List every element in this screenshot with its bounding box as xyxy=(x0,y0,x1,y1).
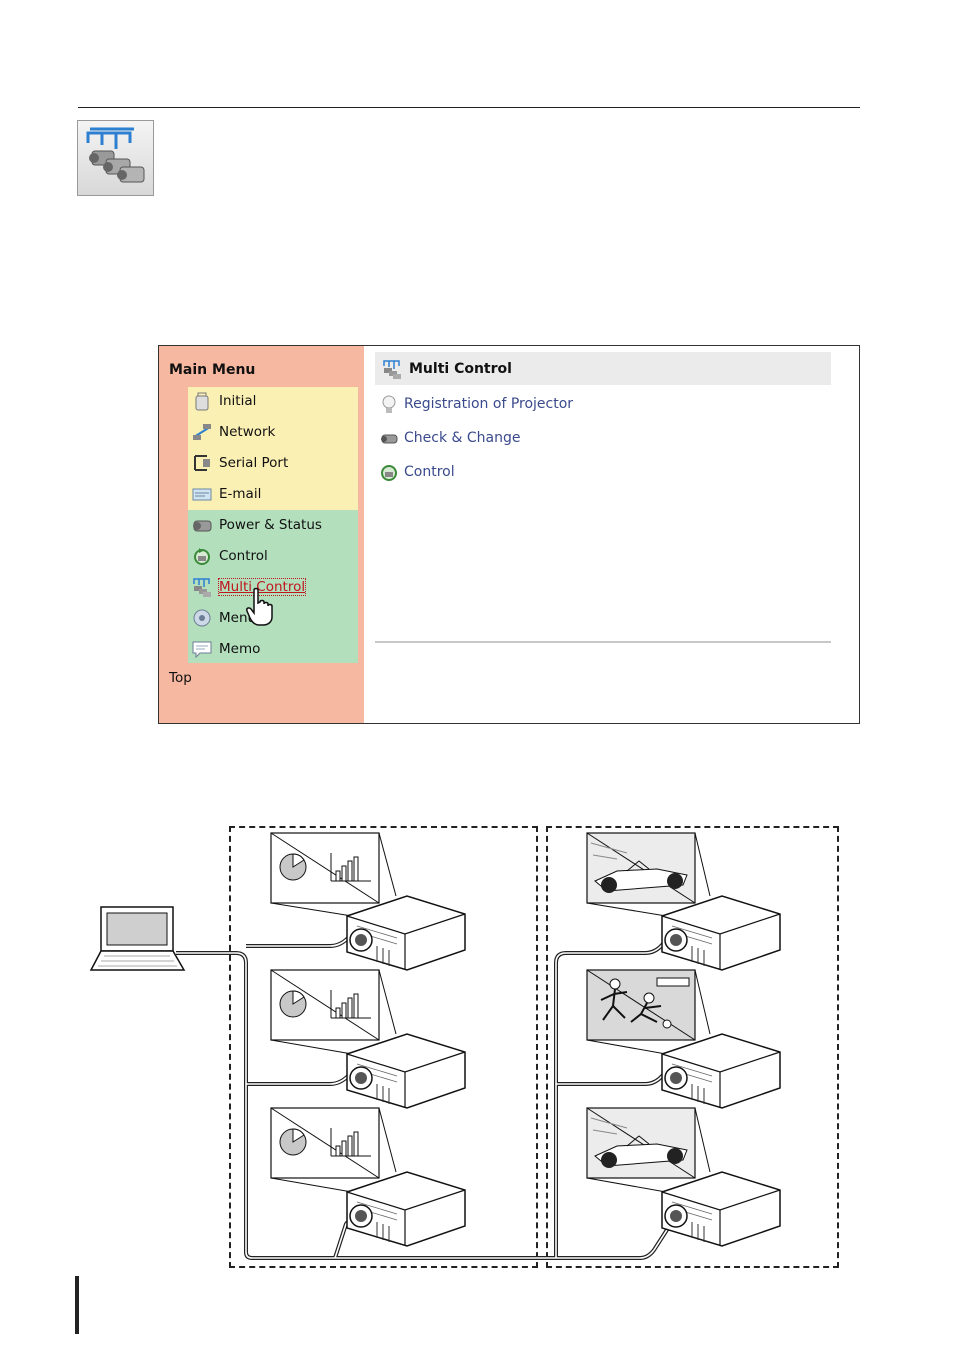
sidebar-item-initial[interactable]: Initial xyxy=(188,386,358,416)
group-a-projectors xyxy=(271,833,465,1246)
link-control[interactable]: Control xyxy=(379,460,455,484)
serial-port-icon xyxy=(191,452,213,474)
sidebar-item-power-status[interactable]: Power & Status xyxy=(188,510,358,540)
multi-control-icon xyxy=(77,120,154,196)
network-icon xyxy=(191,421,213,443)
control-icon xyxy=(191,545,213,567)
sidebar: Main Menu Initial Network Serial Port xyxy=(159,346,364,723)
top-rule xyxy=(78,107,860,108)
sidebar-item-email[interactable]: E-mail xyxy=(188,479,358,509)
sidebar-item-network[interactable]: Network xyxy=(188,417,358,447)
multi-control-icon xyxy=(191,576,213,598)
initial-icon xyxy=(191,390,213,412)
sidebar-item-memo[interactable]: Memo xyxy=(188,634,358,664)
link-registration-of-projector[interactable]: Registration of Projector xyxy=(379,392,573,416)
content-divider xyxy=(375,641,831,643)
link-check-change[interactable]: Check & Change xyxy=(379,426,520,450)
projector-icon xyxy=(379,428,399,448)
group-b-projectors xyxy=(587,833,780,1246)
web-control-screenshot: Main Menu Initial Network Serial Port xyxy=(158,345,860,724)
content-header: Multi Control xyxy=(375,352,831,385)
power-status-icon xyxy=(191,514,213,536)
laptop-icon xyxy=(91,907,184,970)
email-icon xyxy=(191,483,213,505)
lightbulb-icon xyxy=(379,394,399,414)
multi-control-icon xyxy=(381,358,403,380)
page-edge-bar xyxy=(75,1276,79,1334)
menu-icon xyxy=(191,607,213,629)
control-icon xyxy=(379,462,399,482)
memo-icon xyxy=(191,638,213,660)
sidebar-item-serial-port[interactable]: Serial Port xyxy=(188,448,358,478)
main-menu-title: Main Menu xyxy=(169,362,255,378)
top-link[interactable]: Top xyxy=(169,670,192,686)
hand-cursor-icon xyxy=(245,587,275,632)
content-title: Multi Control xyxy=(409,361,512,377)
sidebar-item-control[interactable]: Control xyxy=(188,541,358,571)
multi-projector-diagram xyxy=(0,820,954,1275)
